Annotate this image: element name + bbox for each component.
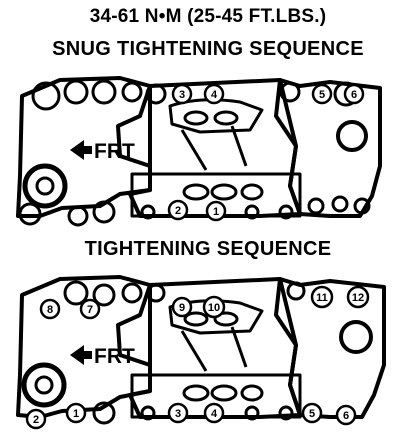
svg-text:12: 12 [352, 292, 364, 304]
bolt-6: 6 [335, 404, 357, 426]
torque-spec: 34-61 N•M (25-45 FT.LBS.) [89, 6, 327, 27]
front-arrow: FRT [70, 345, 135, 368]
bolt-5: 5 [301, 402, 323, 424]
front-arrow-icon [70, 345, 92, 365]
bolt-9: 9 [171, 296, 193, 318]
bolt-10: 10 [202, 295, 226, 319]
port-holes [21, 280, 373, 425]
snug-bolt-1: 1 [205, 200, 227, 222]
tightening-sequence-diagram: FRT 1 2 3 4 5 6 7 8 9 10 11 12 [16, 275, 386, 430]
bolt-2: 2 [25, 408, 47, 430]
front-label: FRT [94, 345, 135, 368]
tightening-sequence-title: TIGHTENING SEQUENCE [84, 238, 332, 260]
final-bolt-markers: 1 2 3 4 5 6 7 8 9 10 11 12 [25, 285, 370, 430]
snug-bolt-3: 3 [171, 83, 193, 105]
port-holes [18, 79, 371, 227]
snug-bolt-4: 4 [203, 83, 225, 105]
bolt-1: 1 [65, 402, 87, 424]
bolt-8: 8 [39, 298, 61, 320]
svg-text:2: 2 [33, 414, 39, 426]
snug-bolt-6: 6 [343, 83, 365, 105]
snug-bolt-2: 2 [167, 199, 189, 221]
svg-text:10: 10 [208, 302, 220, 314]
svg-text:4: 4 [211, 408, 218, 420]
svg-text:3: 3 [175, 408, 181, 420]
svg-text:5: 5 [309, 408, 315, 420]
front-arrow-icon [70, 140, 92, 160]
svg-text:3: 3 [179, 89, 185, 101]
bolt-12: 12 [346, 285, 370, 309]
snug-sequence-diagram: FRT 1 2 3 4 5 6 [16, 76, 382, 227]
svg-text:2: 2 [175, 205, 181, 217]
svg-text:7: 7 [87, 304, 93, 316]
snug-bolt-5: 5 [311, 83, 333, 105]
svg-text:1: 1 [73, 408, 79, 420]
svg-text:6: 6 [351, 89, 357, 101]
svg-text:4: 4 [211, 89, 218, 101]
snug-sequence-title: SNUG TIGHTENING SEQUENCE [52, 38, 364, 60]
svg-text:6: 6 [343, 410, 349, 422]
svg-text:9: 9 [179, 302, 185, 314]
front-arrow: FRT [70, 140, 135, 163]
bolt-4: 4 [203, 402, 225, 424]
snug-bolt-markers: 1 2 3 4 5 6 [167, 83, 365, 222]
svg-text:5: 5 [319, 89, 325, 101]
svg-text:11: 11 [316, 292, 328, 304]
bolt-3: 3 [167, 402, 189, 424]
front-label: FRT [94, 140, 135, 163]
bolt-7: 7 [79, 298, 101, 320]
svg-text:8: 8 [47, 304, 53, 316]
bolt-11: 11 [310, 285, 334, 309]
svg-text:1: 1 [213, 206, 219, 218]
